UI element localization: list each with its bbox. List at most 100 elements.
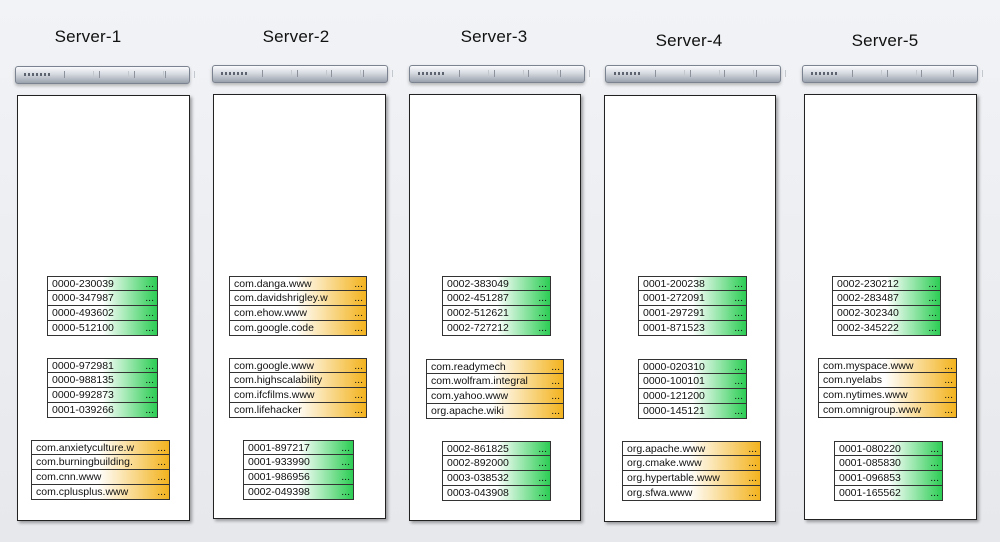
rack-drive-bay xyxy=(494,70,524,77)
row-key: 0002-512621 xyxy=(447,307,509,319)
tablet-row: 0001-897217... xyxy=(243,440,354,455)
tablet-group: 0000-020310...0000-100101...0000-121200.… xyxy=(638,359,747,419)
row-ellipsis: ... xyxy=(341,442,350,454)
row-key: 0001-871523 xyxy=(643,322,705,334)
tablet-row: com.davidshrigley.w... xyxy=(229,291,367,306)
rack-drive-bay xyxy=(165,71,195,78)
tablet-row: 0000-992873... xyxy=(47,388,158,403)
tablet-row: com.cnn.www... xyxy=(31,470,170,485)
rack-server-icon xyxy=(212,65,393,83)
row-ellipsis: ... xyxy=(734,361,743,373)
rack-drive-bay xyxy=(262,70,292,77)
row-ellipsis: ... xyxy=(145,404,154,416)
row-ellipsis: ... xyxy=(341,486,350,498)
rack-drive-bay xyxy=(331,70,361,77)
row-ellipsis: ... xyxy=(734,322,743,334)
row-ellipsis: ... xyxy=(748,443,757,455)
row-ellipsis: ... xyxy=(930,487,939,499)
tablet-row: com.ifcfilms.www... xyxy=(229,388,367,403)
row-key: 0002-230212 xyxy=(837,278,899,290)
row-key: 0002-049398 xyxy=(248,486,310,498)
rack-drive-bay xyxy=(363,70,393,77)
row-ellipsis: ... xyxy=(354,322,363,334)
row-ellipsis: ... xyxy=(734,405,743,417)
tablet-row: 0001-080220... xyxy=(834,441,943,456)
rack-drive-bay xyxy=(134,71,164,78)
tablet-group: 0001-897217...0001-933990...0001-986956.… xyxy=(243,440,354,500)
tablet-row: 0002-230212... xyxy=(832,276,941,291)
row-key: 0002-727212 xyxy=(447,322,509,334)
row-ellipsis: ... xyxy=(341,456,350,468)
tablet-row: 0000-230039... xyxy=(47,276,158,291)
rack-drive-bay xyxy=(756,70,786,77)
rack-drive-bay xyxy=(560,70,590,77)
rack-led-strip xyxy=(811,72,839,75)
row-key: org.sfwa.www xyxy=(627,487,693,499)
row-key: com.google.code xyxy=(234,322,314,334)
row-ellipsis: ... xyxy=(354,389,363,401)
tablet-group: com.myspace.www...com.nyelabs...com.nyti… xyxy=(818,358,957,418)
row-key: 0000-100101 xyxy=(643,375,705,387)
rack-server-icon xyxy=(15,66,195,84)
rack-led-strip xyxy=(418,72,446,75)
row-key: 0002-302340 xyxy=(837,307,899,319)
row-key: com.highscalability xyxy=(234,374,323,386)
tablet-row: org.sfwa.www... xyxy=(622,486,761,501)
row-ellipsis: ... xyxy=(354,404,363,416)
row-ellipsis: ... xyxy=(157,486,166,498)
tablet-row: 0001-039266... xyxy=(47,403,158,418)
tablet-row: org.apache.wiki... xyxy=(426,404,564,419)
tablet-row: 0003-043908... xyxy=(442,486,551,501)
row-ellipsis: ... xyxy=(538,322,547,334)
tablet-group: com.google.www...com.highscalability...c… xyxy=(229,358,367,418)
tablet-group: 0001-080220...0001-085830...0001-096853.… xyxy=(834,441,943,501)
row-key: 0002-861825 xyxy=(447,443,509,455)
row-key: com.ehow.www xyxy=(234,307,307,319)
tablet-row: com.myspace.www... xyxy=(818,358,957,373)
tablet-row: 0000-145121... xyxy=(638,404,747,419)
tablet-row: 0000-100101... xyxy=(638,374,747,389)
row-key: com.myspace.www xyxy=(823,360,914,372)
rack-led-strip xyxy=(221,72,249,75)
tablet-row: com.nytimes.www... xyxy=(818,388,957,403)
tablet-group: com.readymech...com.wolfram.integral...c… xyxy=(426,359,564,419)
row-key: com.omnigroup.www xyxy=(823,404,922,416)
row-ellipsis: ... xyxy=(354,292,363,304)
row-ellipsis: ... xyxy=(928,307,937,319)
tablet-row: 0001-871523... xyxy=(638,321,747,336)
row-key: com.danga.www xyxy=(234,278,312,290)
row-ellipsis: ... xyxy=(538,443,547,455)
tablet-row: 0002-383049... xyxy=(442,276,551,291)
row-key: com.cnn.www xyxy=(36,471,102,483)
row-key: 0001-986956 xyxy=(248,471,310,483)
row-ellipsis: ... xyxy=(928,278,937,290)
row-key: 0000-020310 xyxy=(643,361,705,373)
tablet-row: 0000-988135... xyxy=(47,373,158,388)
tablet-row: 0002-451287... xyxy=(442,291,551,306)
row-ellipsis: ... xyxy=(538,457,547,469)
tablet-row: 0001-297291... xyxy=(638,306,747,321)
row-key: com.nytimes.www xyxy=(823,389,908,401)
row-key: 0000-493602 xyxy=(52,307,114,319)
row-ellipsis: ... xyxy=(748,457,757,469)
row-key: 0001-897217 xyxy=(248,442,310,454)
tablet-row: com.omnigroup.www... xyxy=(818,403,957,418)
tablet-row: com.google.code... xyxy=(229,321,367,336)
row-ellipsis: ... xyxy=(551,361,560,373)
tablet-row: com.google.www... xyxy=(229,358,367,373)
rack-drive-bay xyxy=(953,70,983,77)
rack-drive-bay xyxy=(724,70,754,77)
server-title: Server-2 xyxy=(262,27,330,46)
row-ellipsis: ... xyxy=(145,278,154,290)
row-key: 0000-145121 xyxy=(643,405,705,417)
row-key: 0001-297291 xyxy=(643,307,705,319)
row-key: 0001-165562 xyxy=(839,487,901,499)
tablet-row: 0001-986956... xyxy=(243,470,354,485)
row-key: com.readymech xyxy=(431,361,506,373)
row-key: com.wolfram.integral xyxy=(431,375,528,387)
tablet-row: com.highscalability... xyxy=(229,373,367,388)
row-ellipsis: ... xyxy=(157,456,166,468)
tablet-row: com.ehow.www... xyxy=(229,306,367,321)
row-ellipsis: ... xyxy=(930,457,939,469)
rack-drive-bay xyxy=(297,70,327,77)
